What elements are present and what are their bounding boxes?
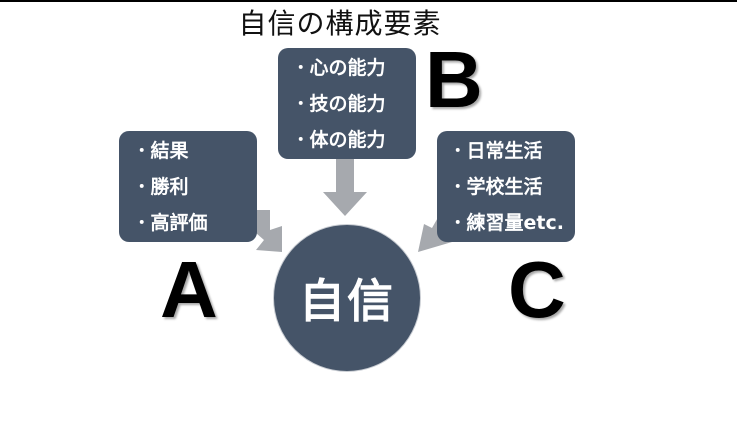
group-b-item-2: ･技の能力 xyxy=(296,92,386,115)
group-a-item-2: ･勝利 xyxy=(137,175,189,198)
group-a-box: ･結果 ･勝利 ･高評価 xyxy=(119,131,257,242)
top-border-line xyxy=(0,0,737,2)
arrow-b-to-center xyxy=(323,158,367,216)
group-c-item-2: ･学校生活 xyxy=(453,175,543,198)
group-a-item-3: ･高評価 xyxy=(137,211,208,234)
center-circle: 自信 xyxy=(273,224,421,372)
group-c-item-1: ･日常生活 xyxy=(453,139,543,162)
group-a-item-1: ･結果 xyxy=(137,139,189,162)
group-b-box: ･心の能力 ･技の能力 ･体の能力 xyxy=(278,48,416,159)
group-c-box: ･日常生活 ･学校生活 ･練習量etc. xyxy=(437,131,575,242)
group-b-item-1: ･心の能力 xyxy=(296,56,386,79)
group-b-item-3: ･体の能力 xyxy=(296,128,386,151)
group-c-item-3: ･練習量etc. xyxy=(453,211,564,234)
center-label: 自信 xyxy=(299,274,395,328)
letter-a: A xyxy=(160,245,218,334)
letter-b: B xyxy=(425,35,483,124)
letter-c: C xyxy=(508,245,566,334)
diagram-title: 自信の構成要素 xyxy=(238,7,442,40)
